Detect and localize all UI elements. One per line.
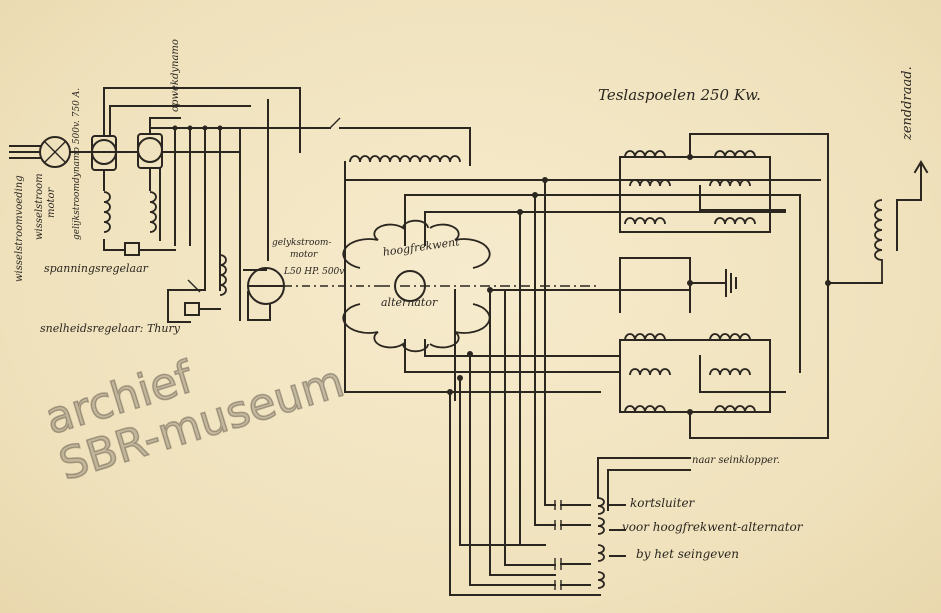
tesla-coil-bottom-bank — [619, 282, 829, 439]
label-alternator: alternator — [381, 296, 438, 309]
junction-dots — [172, 125, 831, 415]
label-gelijkstroomdynamo: gelijkstroomdynamo 500v. 750 A. — [72, 87, 82, 240]
centre-wiring — [344, 157, 821, 596]
label-gelijkstroommotor-1: gelykstroom- — [272, 238, 332, 248]
label-opwekdynamo: opwekdynamo — [170, 39, 181, 112]
field-coil-top — [349, 155, 401, 163]
field-coils-left — [103, 191, 227, 296]
label-voor-hoogfrekwent: voor hoogfrekwent-alternator — [622, 520, 803, 534]
label-spanningsregelaar: spanningsregelaar — [44, 262, 148, 275]
field-coil-top-2 — [399, 155, 461, 163]
label-kortsluiter: kortsluiter — [630, 496, 695, 510]
keying-relays — [449, 457, 691, 596]
dc-motor — [243, 267, 380, 321]
exciter-dynamo — [115, 133, 241, 169]
label-naar-seinklopper: naar seinklopper. — [692, 455, 780, 466]
dc-generator-500v — [91, 135, 117, 171]
label-bij-het-seingeven: by het seingeven — [636, 547, 739, 561]
diagram-title: Teslaspoelen 250 Kw. — [598, 86, 761, 104]
ac-supply-symbol — [9, 136, 93, 168]
label-zenddraad: zenddraad. — [900, 66, 915, 140]
label-gelijkstroommotor-2: motor — [290, 250, 318, 260]
ground-symbol — [689, 269, 737, 297]
left-wiring — [103, 87, 471, 323]
label-wisselstroom-motor-2: motor — [46, 187, 57, 218]
label-wisselstroom-motor-1: wisselstroom — [34, 173, 45, 240]
tesla-coil-top-bank — [619, 133, 829, 284]
label-gelijkstroommotor-rating: L50 HP. 500v. — [284, 267, 347, 277]
label-snelheidsregelaar: snelheidsregelaar: Thury — [40, 322, 180, 335]
antenna-feed — [827, 160, 929, 284]
hf-alternator — [342, 219, 600, 353]
label-wisselstroomvoeding: wisselstroomvoeding — [14, 175, 25, 282]
